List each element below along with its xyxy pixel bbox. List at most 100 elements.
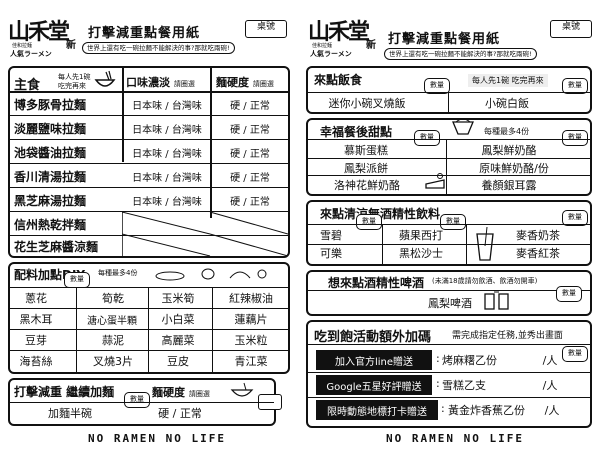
promo-gift: 雪糕乙支 (442, 379, 486, 392)
flavor-choice[interactable]: 日本味 / 台灣味 (132, 100, 202, 112)
hardness-choice[interactable]: 硬 / 正常 (230, 148, 270, 160)
main-item-name: 博多豚骨拉麵 (14, 97, 87, 112)
topping-item[interactable]: 蓮藕片 (234, 313, 268, 326)
row-divider (10, 163, 288, 164)
grid-line (10, 329, 288, 330)
grid-line (10, 308, 288, 309)
main-dishes-section (8, 66, 290, 258)
topping-item[interactable]: 玉米筍 (161, 292, 195, 305)
promo-unit: /人 (544, 404, 560, 417)
grid-line (212, 287, 213, 372)
footer-tagline: NO RAMEN NO LIFE (386, 432, 524, 445)
refill-quantity-label: 數量 (124, 392, 150, 408)
diy-quantity-label: 數量 (64, 272, 90, 288)
topping-item[interactable]: 高麗菜 (161, 334, 195, 347)
drinks-quantity-label: 數量 (562, 210, 588, 226)
logo-sub-text: 新 (66, 40, 76, 51)
toppings-diy-section (8, 262, 290, 374)
topping-item[interactable]: 豆芽 (25, 334, 47, 347)
dessert-quantity-label: 數量 (414, 130, 440, 146)
grid-line (76, 287, 77, 372)
dessert-item[interactable]: 鳳梨派餅 (344, 161, 388, 175)
topping-item[interactable]: 玉米粒 (234, 334, 268, 347)
drink-item[interactable]: 雪碧 (320, 229, 342, 242)
promo-colon: : (436, 377, 440, 390)
rice-quantity-label: 數量 (562, 78, 588, 94)
dessert-item[interactable]: 原味鮮奶酪/份 (479, 161, 549, 175)
drinks-row-divider (308, 244, 590, 245)
main-item-name: 池袋醬油拉麵 (14, 145, 87, 160)
logo-small-text: 人氣ラーメン (10, 50, 52, 58)
rice-item[interactable]: 小碗白飯 (485, 97, 529, 110)
refill-item-name: 加麵半碗 (48, 407, 92, 420)
not-applicable-hatch (121, 211, 289, 257)
promo-colon: : (441, 402, 445, 415)
promo-task: 限時動態地標打卡贈送 (316, 400, 438, 420)
drink-item[interactable]: 麥香紅茶 (516, 247, 560, 260)
promo-unit: /人 (542, 354, 558, 367)
topping-item[interactable]: 青江菜 (234, 355, 268, 368)
promo-task: 加入官方line贈送 (316, 350, 432, 370)
flavor-header: 口味濃淡 請圈選 (126, 74, 195, 90)
beer-section (306, 270, 592, 316)
beer-item[interactable]: 鳳梨啤酒 (428, 297, 472, 310)
hardness-choice[interactable]: 硬 / 正常 (230, 172, 270, 184)
hardness-header-text: 麵硬度 (216, 76, 249, 89)
logo-brand-text: 佳和拉麵 (312, 43, 333, 49)
flavor-choice[interactable]: 日本味 / 台灣味 (132, 172, 202, 184)
topping-item[interactable]: 黑木耳 (19, 313, 53, 326)
topping-item[interactable]: 筍乾 (102, 292, 124, 305)
topping-item[interactable]: 叉燒3片 (93, 355, 133, 368)
refill-hardness-note: 請圈選 (188, 390, 210, 398)
drink-item[interactable]: 黑松沙士 (399, 247, 443, 260)
drink-item[interactable]: 可樂 (320, 247, 342, 260)
flavor-choice[interactable]: 日本味 / 台灣味 (132, 196, 202, 208)
dessert-section (306, 118, 592, 196)
dessert-item[interactable]: 養顏銀耳露 (481, 178, 537, 192)
rice-item[interactable]: 迷你小碗叉燒飯 (328, 97, 406, 110)
row-divider (10, 211, 288, 212)
topping-item[interactable]: 紅辣椒油 (229, 292, 273, 305)
beer-quantity-label: 數量 (556, 286, 582, 302)
topping-item[interactable]: 蒜泥 (102, 334, 124, 347)
flavor-note: 請圈選 (173, 80, 195, 88)
drink-item[interactable]: 蘋果西打 (399, 229, 443, 242)
drinks-col-divider (466, 224, 467, 264)
sheet-title: 打擊減重點餐用紙 (388, 32, 501, 47)
promo-row-divider (308, 397, 590, 398)
rice-divider (308, 92, 590, 93)
topping-item[interactable]: 小白菜 (161, 313, 195, 326)
promo-note: 需完成指定任務,並秀出畫面 (452, 331, 563, 341)
flavor-choice[interactable]: 日本味 / 台灣味 (132, 124, 202, 136)
flavor-choice[interactable]: 日本味 / 台灣味 (132, 148, 202, 160)
drink-item[interactable]: 麥香奶茶 (516, 229, 560, 242)
topping-item[interactable]: 蔥花 (25, 292, 47, 305)
main-header-note-2: 吃完再來 (58, 82, 86, 90)
slogan: 世界上還有吃一碗拉麵不能解決的事?那就吃兩碗! (82, 42, 235, 54)
drinks-col-divider (382, 224, 383, 264)
main-item-name: 淡麗鹽味拉麵 (14, 121, 87, 136)
dessert-header: 幸福餐後甜點 (320, 125, 393, 139)
beer-header: 想來點酒精性啤酒 (328, 276, 425, 290)
hardness-choice[interactable]: 硬 / 正常 (230, 100, 270, 112)
dessert-center-divider (446, 139, 447, 194)
topping-item[interactable]: 豆皮 (167, 355, 189, 368)
hardness-choice[interactable]: 硬 / 正常 (230, 124, 270, 136)
topping-item[interactable]: 海苔絲 (19, 355, 53, 368)
promo-header: 吃到飽活動額外加碼 (314, 330, 432, 345)
topping-item[interactable]: 溏心蛋半顆 (87, 315, 137, 327)
diy-note: 每種最多4份 (98, 269, 138, 277)
noodle-bowl-icon (230, 382, 254, 400)
rice-center-divider (448, 92, 449, 112)
main-item-name: 花生芝麻醬涼麵 (14, 239, 99, 254)
refill-hardness-choice[interactable]: 硬 / 正常 (158, 407, 202, 420)
dessert-item[interactable]: 鳳梨鮮奶酪 (481, 143, 537, 157)
hardness-choice[interactable]: 硬 / 正常 (230, 196, 270, 208)
dessert-item[interactable]: 洛神花鮮奶酪 (334, 178, 400, 192)
logo-brand-text: 佳和拉麵 (12, 43, 33, 49)
dessert-item[interactable]: 慕斯蛋糕 (344, 143, 388, 157)
row-divider (10, 139, 288, 140)
promo-row-divider (308, 372, 590, 373)
table-number-box: 桌號 (550, 20, 592, 38)
rice-header: 來點飯食 (314, 73, 363, 87)
